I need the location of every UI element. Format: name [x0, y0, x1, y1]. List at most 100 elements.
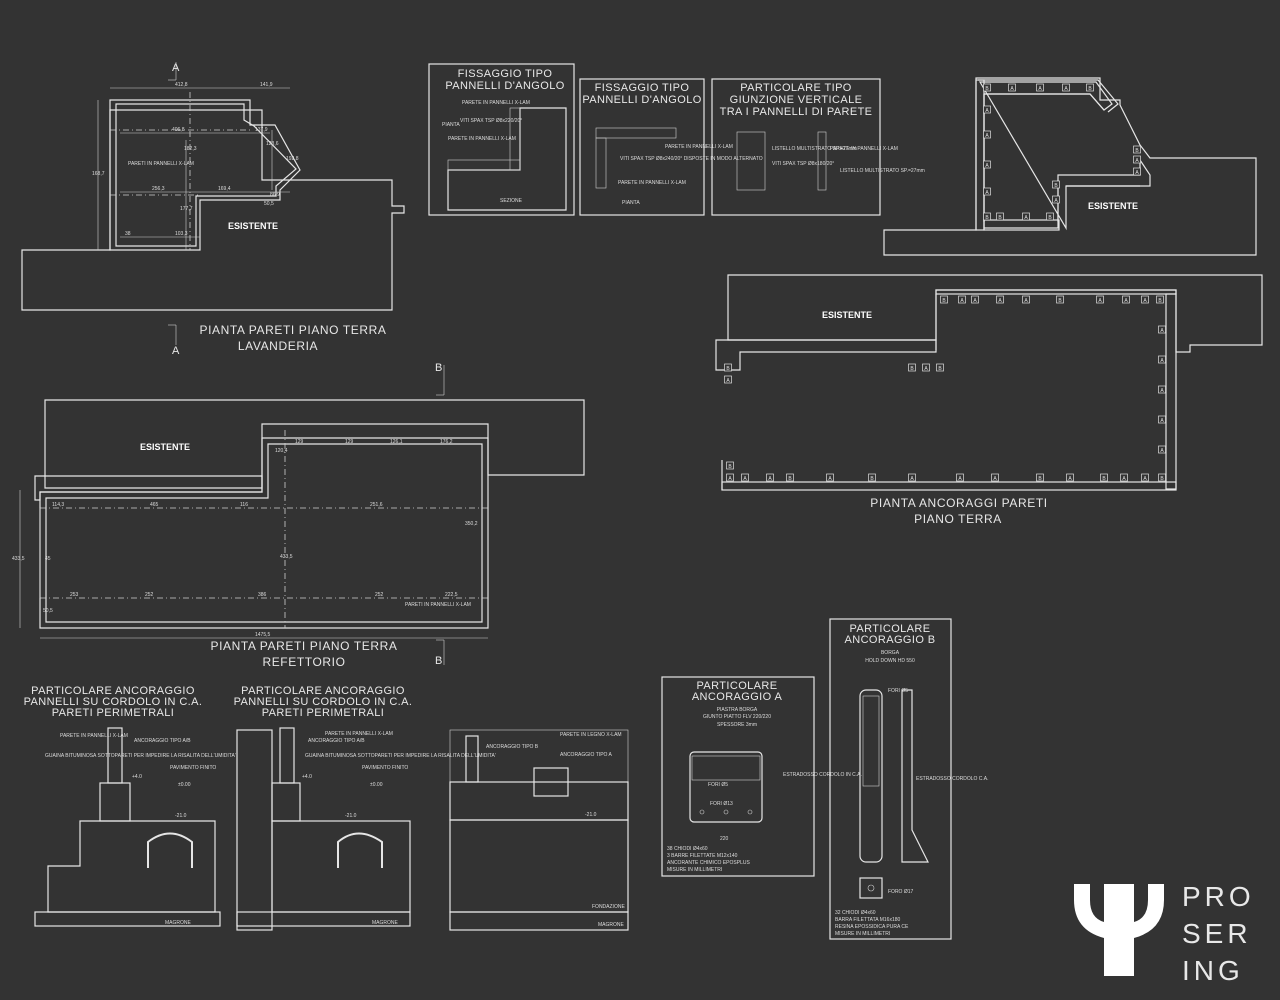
plan-refettorio: 129 129 126,1 176,2 114,3 465 116 251,6 …: [12, 362, 585, 669]
anchor-tag-letter: A: [985, 163, 989, 169]
anchor-tag-letter: B: [788, 476, 792, 482]
anchor-tag-letter: B: [1088, 86, 1092, 92]
existing-label: ESISTENTE: [140, 442, 190, 452]
dim-label: 123,6: [266, 141, 279, 147]
anchor-tag-letter: A: [1124, 298, 1128, 304]
detail-note: +4.0: [302, 774, 312, 780]
anchor-tag-letter: B: [985, 215, 989, 221]
detail-note: -21.0: [175, 813, 187, 819]
anchor-tag-box: [991, 473, 999, 482]
anchor-tag-box: [1158, 385, 1166, 394]
anchor-tag-box: [971, 295, 979, 304]
anchor-tag-letter: A: [973, 298, 977, 304]
anchor-tag-box: [940, 295, 948, 304]
anchor-tag-letter: B: [1038, 476, 1042, 482]
logo-row: ING: [1182, 955, 1244, 986]
detail-note: FONDAZIONE: [592, 904, 625, 910]
anchor-tag-letter: B: [1135, 148, 1139, 154]
anchor-tag-letter: A: [1010, 86, 1014, 92]
anchor-tag-box: [1008, 83, 1016, 92]
detail-fissaggio-1: FISSAGGIO TIPO PANNELLI D'ANGOLO PIANTA …: [428, 63, 575, 216]
anchor-tag-box: [868, 473, 876, 482]
anchor-tag-letter: A: [960, 298, 964, 304]
anchor-tag-box: [1158, 473, 1166, 482]
anchor-tag-letter: B: [726, 366, 730, 372]
detail-note: 3 BARRE FILETTATE M12x140: [667, 853, 738, 859]
detail-sub: GIUNTO PIATTO FLV 220/220: [703, 714, 771, 720]
anchor-tag-box: [908, 363, 916, 372]
plan-subtitle: REFETTORIO: [262, 655, 345, 669]
dim-label: 433,5: [280, 554, 293, 560]
detail-note: RESINA EPOSSIDICA PURA CE: [835, 924, 909, 930]
dim-label: 350,2: [465, 521, 478, 527]
anchor-tag-letter: A: [998, 298, 1002, 304]
anchor-tag-box: [983, 83, 991, 92]
dim-label: 433,5: [12, 556, 25, 562]
detail-note: ±0.00: [178, 782, 191, 788]
dim-label: 176,2: [440, 439, 453, 445]
detail-subtitle: PANNELLI D'ANGOLO: [582, 94, 701, 106]
detail-fondazione: PARETE IN LEGNO X-LAM ANCORAGGIO TIPO B …: [449, 729, 629, 931]
anchor-tag-box: [983, 212, 991, 221]
detail-sub: PIASTRA BORGA: [717, 707, 758, 713]
detail-subtitle: ANCORAGGIO A: [692, 691, 783, 703]
anchor-tag-box: [1052, 195, 1060, 204]
dim-label: 120,4: [275, 448, 288, 454]
anchor-tag-box: [1156, 295, 1164, 304]
anchor-tag-box: [983, 187, 991, 196]
anchor-tag-letter: A: [1064, 86, 1068, 92]
detail-title: FISSAGGIO TIPO: [595, 82, 690, 94]
detail-note: PAVIMENTO FINITO: [170, 765, 216, 771]
detail-cordolo-1: PARTICOLARE ANCORAGGIO PANNELLI SU CORDO…: [24, 685, 236, 927]
detail-subtitle: GIUNZIONE VERTICALE: [730, 94, 863, 106]
anchor-tag-box: [996, 295, 1004, 304]
anchor-tag-box: [1056, 295, 1064, 304]
detail-note: PARETE IN PANNELLI X-LAM: [618, 180, 686, 186]
detail-note: PARETE IN PANNELLI X-LAM: [448, 136, 516, 142]
detail-note: VITI SPAX TSP Ø8x240/20° DISPOSTE IN MOD…: [620, 156, 763, 162]
wall-note: PARETI IN PANNELLI X-LAM: [405, 602, 471, 608]
section-marker: B: [435, 362, 443, 374]
anchor-tag-box: [1100, 473, 1108, 482]
anchor-tag-letter: A: [1135, 170, 1139, 176]
anchor-tag-letter: A: [1160, 448, 1164, 454]
anchor-tag-letter: A: [1135, 158, 1139, 164]
anchor-tag-letter: B: [1048, 215, 1052, 221]
dim-label: 182,3: [184, 146, 197, 152]
detail-note: MAGRONE: [165, 920, 192, 926]
detail-ancoraggio-b: PARTICOLARE ANCORAGGIO B BORGA HOLD DOWN…: [829, 618, 989, 940]
anchor-tag-box: [1086, 83, 1094, 92]
anchor-tag-box: [1022, 212, 1030, 221]
dim-label: 252: [145, 592, 154, 598]
anchor-tag-letter: B: [985, 86, 989, 92]
anchor-tag-box: [983, 130, 991, 139]
anchor-tag-box: [1141, 295, 1149, 304]
anchor-tag-box: [956, 473, 964, 482]
detail-note: FORO Ø17: [888, 889, 914, 895]
logo-row: SER: [1182, 918, 1252, 949]
anchor-tag-box: [724, 375, 732, 384]
anchor-tag-box: [1133, 155, 1141, 164]
detail-note: FORI Ø5: [708, 782, 728, 788]
anchor-tag-box: [1096, 295, 1104, 304]
detail-note: MAGRONE: [598, 922, 625, 928]
dim-label: 114,3: [52, 502, 64, 508]
anchor-tag-box: [1046, 212, 1054, 221]
anchor-tag-letter: B: [1054, 183, 1058, 189]
anchor-tag-box: [1158, 415, 1166, 424]
anchor-plan-refettorio: ESISTENTE PIANTA ANCORAGGI PARETI PIANO …: [715, 274, 1263, 526]
anchor-tag-letter: A: [910, 476, 914, 482]
section-marker: A: [172, 345, 180, 357]
anchor-tag-letter: B: [910, 366, 914, 372]
detail-subtitle: ANCORAGGIO B: [845, 634, 936, 646]
detail-note: ESTRADOSSO CORDOLO C.A.: [916, 776, 989, 782]
anchor-tag-letter: A: [726, 378, 730, 384]
anchor-tag-letter: A: [828, 476, 832, 482]
detail-note: ANCORAGGIO TIPO A/B: [308, 738, 365, 744]
plan-subtitle: LAVANDERIA: [238, 339, 318, 353]
anchor-tag-letter: B: [1158, 298, 1162, 304]
anchor-tag-letter: B: [942, 298, 946, 304]
detail-note: ANCORAGGIO TIPO B: [486, 744, 539, 750]
dim-label: 86,9: [270, 192, 280, 198]
section-marker: B: [435, 655, 443, 667]
